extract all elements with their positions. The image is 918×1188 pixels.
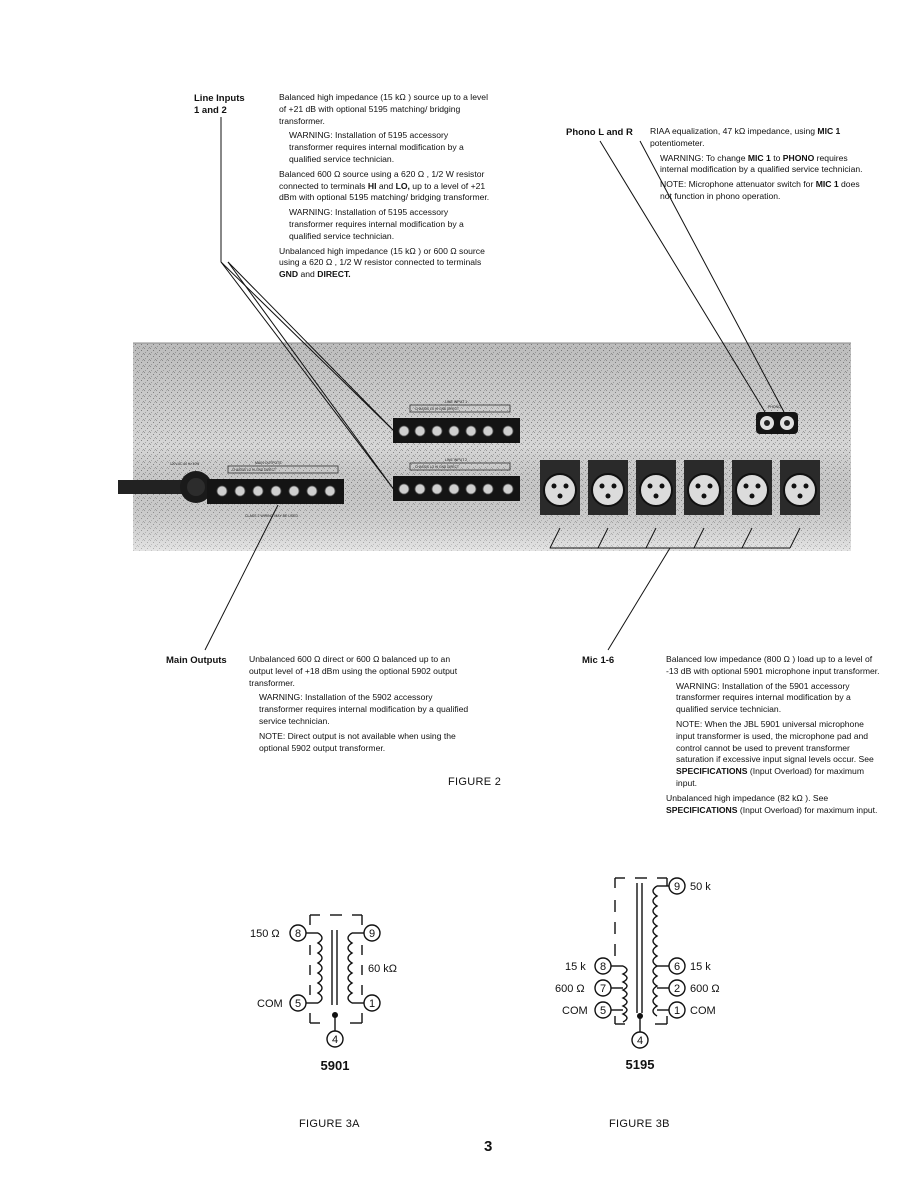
panel-ac-label: 120V AC 60 Hz 40W bbox=[170, 462, 199, 466]
figure-3a-caption: FIGURE 3A bbox=[299, 1118, 360, 1130]
main-outputs-description: Unbalanced 600 Ω direct or 600 Ω balance… bbox=[249, 654, 471, 757]
phono-note: NOTE: Microphone attenuator switch for M… bbox=[660, 179, 860, 201]
pin-5: 5 bbox=[600, 1005, 606, 1017]
line-inputs-label: Line Inputs 1 and 2 bbox=[194, 93, 245, 116]
power-cord bbox=[118, 471, 212, 503]
xlr-jack bbox=[540, 460, 580, 515]
phono-label: Phono L and R bbox=[566, 127, 633, 138]
label-15k-left: 15 k bbox=[565, 961, 586, 973]
pin-1: 1 bbox=[369, 998, 375, 1010]
pin-1: 1 bbox=[674, 1005, 680, 1017]
phono-description: RIAA equalization, 47 kΩ impedance, usin… bbox=[650, 126, 865, 206]
main-outputs-para-1: Unbalanced 600 Ω direct or 600 Ω balance… bbox=[249, 654, 458, 688]
model-5901: 5901 bbox=[321, 1058, 350, 1073]
panel-line-input-2-label: LINE INPUT 2 bbox=[445, 458, 467, 462]
phono-warning: WARNING: To change MIC 1 to PHONO requir… bbox=[660, 152, 863, 175]
panel-line-input-2-terminals: CHASSIS LO HI GND DIRECT bbox=[415, 465, 459, 469]
pin-8: 8 bbox=[600, 961, 606, 973]
line-inputs-para-2: Balanced 600 Ω source using a 620 Ω , 1/… bbox=[279, 168, 490, 203]
panel-main-outputs-label: MAIN OUTPUTS bbox=[255, 461, 282, 465]
panel-line-input-1-label: LINE INPUT 1 bbox=[445, 400, 467, 404]
pin-2: 2 bbox=[674, 983, 680, 995]
label-50k: 50 k bbox=[690, 881, 711, 893]
pin-7: 7 bbox=[600, 983, 606, 995]
main-outputs-note: NOTE: Direct output is not available whe… bbox=[259, 730, 456, 753]
label-com-right: COM bbox=[690, 1005, 716, 1017]
line-inputs-description: Balanced high impedance (15 kΩ ) source … bbox=[279, 92, 491, 284]
pin-9: 9 bbox=[369, 928, 375, 940]
line-inputs-warning-2: WARNING: Installation of 5195 accessory … bbox=[289, 207, 464, 241]
line-inputs-para-1: Balanced high impedance (15 kΩ ) source … bbox=[279, 92, 488, 126]
label-15k-right: 15 k bbox=[690, 961, 711, 973]
phono-rca-jacks bbox=[756, 412, 798, 434]
xlr-jack bbox=[636, 460, 676, 515]
line-inputs-warning-1: WARNING: Installation of 5195 accessory … bbox=[289, 130, 464, 164]
main-outputs-warning: WARNING: Installation of the 5902 access… bbox=[259, 692, 469, 726]
main-outputs-terminal-strip bbox=[207, 465, 344, 504]
figure-3b-schematic: 9 8 7 5 6 2 1 4 50 k 15 k 600 Ω COM 15 k… bbox=[555, 877, 720, 1072]
mic-para-2: Unbalanced high impedance (82 kΩ ). See … bbox=[666, 792, 878, 815]
label-60k-ohm: 60 kΩ bbox=[368, 963, 397, 975]
pin-6: 6 bbox=[674, 961, 680, 973]
mic-para-1: Balanced low impedance (800 Ω ) load up … bbox=[666, 654, 880, 676]
label-600-ohm-right: 600 Ω bbox=[690, 983, 720, 995]
mic-warning: WARNING: Installation of the 5901 access… bbox=[676, 680, 851, 715]
pin-8: 8 bbox=[295, 928, 301, 940]
pin-4: 4 bbox=[637, 1035, 643, 1047]
xlr-jack bbox=[732, 460, 772, 515]
model-5195: 5195 bbox=[626, 1057, 655, 1072]
page-number: 3 bbox=[484, 1138, 493, 1155]
xlr-jack bbox=[684, 460, 724, 515]
pin-4: 4 bbox=[332, 1034, 338, 1046]
mic-note: NOTE: When the JBL 5901 universal microp… bbox=[676, 718, 874, 788]
xlr-jack bbox=[588, 460, 628, 515]
label-600-ohm-left: 600 Ω bbox=[555, 983, 585, 995]
panel-main-outputs-terminals: CHASSIS LO HI GND DIRECT bbox=[232, 468, 276, 472]
figure-3b-caption: FIGURE 3B bbox=[609, 1118, 670, 1130]
mic-label: Mic 1-6 bbox=[582, 655, 615, 666]
label-com: COM bbox=[257, 998, 283, 1010]
label-150-ohm: 150 Ω bbox=[250, 928, 280, 940]
line-input-2-terminal-strip bbox=[393, 462, 520, 501]
panel-line-input-1-terminals: CHASSIS LO HI GND DIRECT bbox=[415, 407, 459, 411]
mic-description: Balanced low impedance (800 Ω ) load up … bbox=[666, 654, 882, 819]
mic-xlr-jacks bbox=[540, 460, 820, 515]
xlr-jack bbox=[780, 460, 820, 515]
panel-class-2-note: CLASS 2 WIRING MAY BE USED bbox=[245, 514, 298, 518]
pin-5: 5 bbox=[295, 998, 301, 1010]
pin-9: 9 bbox=[674, 881, 680, 893]
label-com-left: COM bbox=[562, 1005, 588, 1017]
line-inputs-para-3: Unbalanced high impedance (15 kΩ ) or 60… bbox=[279, 245, 485, 280]
main-outputs-label: Main Outputs bbox=[166, 655, 227, 666]
leader-lines bbox=[204, 117, 801, 651]
panel-phono-label: PHONO bbox=[768, 405, 781, 409]
figure-2-caption: FIGURE 2 bbox=[448, 776, 502, 788]
phono-para-1: RIAA equalization, 47 kΩ impedance, usin… bbox=[650, 126, 841, 148]
line-input-1-terminal-strip bbox=[393, 404, 520, 443]
figure-3a-schematic: 8 5 9 1 4 150 Ω COM 60 kΩ 5901 bbox=[250, 914, 397, 1073]
